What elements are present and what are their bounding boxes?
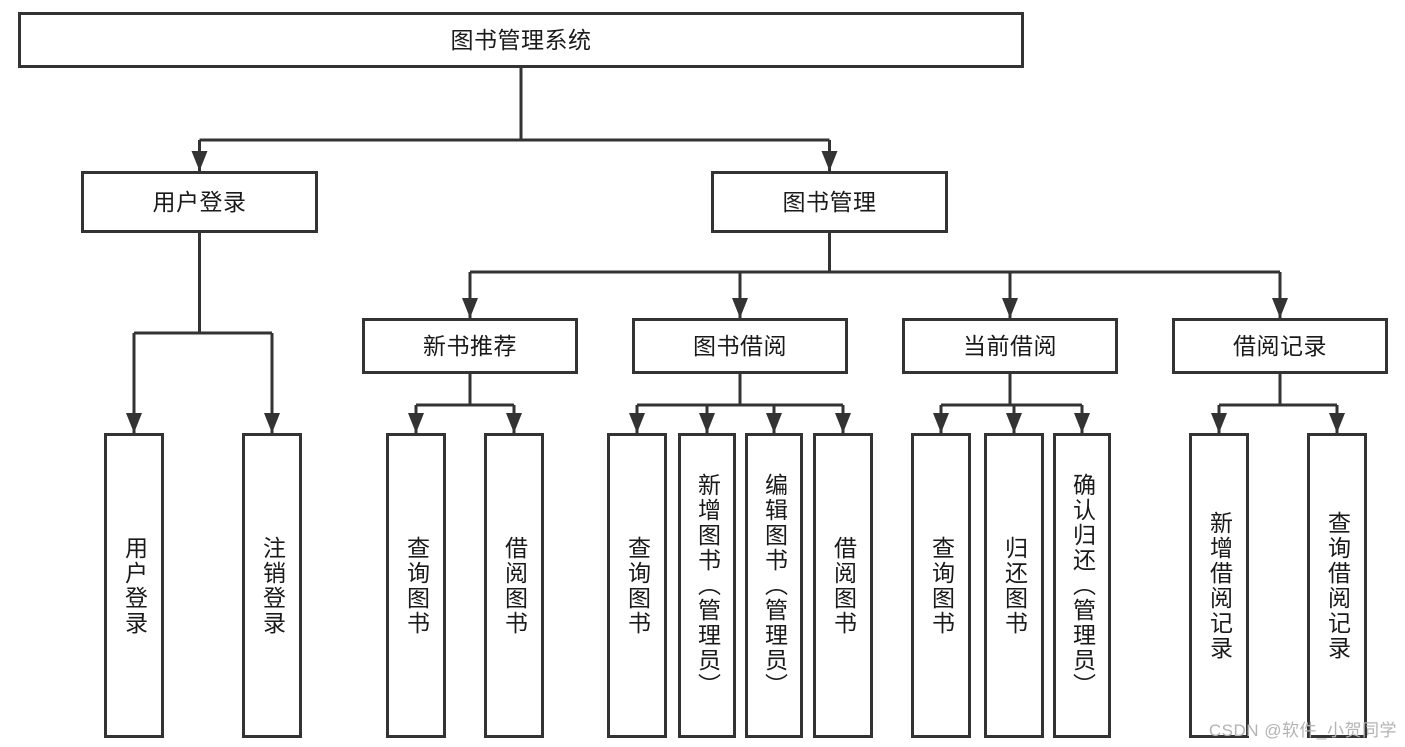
node-leaf-borrow-book-2[interactable]: 借阅图书 [813, 433, 873, 738]
node-current-borrow[interactable]: 当前借阅 [902, 318, 1118, 374]
connector-arrowhead [1002, 298, 1018, 318]
node-leaf-user-logout[interactable]: 注销登录 [242, 433, 302, 738]
node-label: 图书管理系统 [450, 26, 592, 53]
node-label: 用户登录 [152, 188, 247, 215]
connector-arrowhead [732, 298, 748, 318]
node-label: 新增借阅记录 [1206, 510, 1233, 661]
node-label: 新书推荐 [423, 332, 517, 359]
node-label: 查询图书 [403, 535, 430, 636]
node-book-manage[interactable]: 图书管理 [711, 171, 948, 233]
connector-arrowhead [1074, 413, 1090, 433]
node-label: 编辑图书（管理员） [761, 473, 788, 698]
connector-arrowhead [933, 413, 949, 433]
node-label: 借阅图书 [830, 535, 857, 636]
node-label: 注销登录 [259, 535, 286, 636]
connector-arrowhead [766, 413, 782, 433]
connector-arrowhead [1272, 298, 1288, 318]
node-label: 图书管理 [782, 188, 877, 215]
connector-arrowhead [462, 298, 478, 318]
node-root[interactable]: 图书管理系统 [18, 12, 1024, 68]
connector-arrowhead [629, 413, 645, 433]
watermark-label: CSDN @软件_小贺同学 [1208, 721, 1397, 740]
connector-arrowhead [1006, 413, 1022, 433]
connector-arrowhead [126, 413, 142, 433]
node-label: 查询借阅记录 [1324, 510, 1351, 661]
node-label: 归还图书 [1001, 535, 1028, 636]
node-label: 借阅记录 [1233, 332, 1327, 359]
connector-arrowhead [835, 413, 851, 433]
connector-arrowhead [699, 413, 715, 433]
node-leaf-query-book-1[interactable]: 查询图书 [386, 433, 446, 738]
connector-arrowhead [506, 413, 522, 433]
connector-arrowhead [821, 151, 838, 171]
connector-arrowhead [191, 151, 208, 171]
node-book-borrow[interactable]: 图书借阅 [632, 318, 848, 374]
node-leaf-add-book[interactable]: 新增图书（管理员） [678, 433, 736, 738]
node-label: 用户登录 [121, 535, 148, 636]
node-leaf-edit-book[interactable]: 编辑图书（管理员） [745, 433, 803, 738]
node-leaf-add-record[interactable]: 新增借阅记录 [1189, 433, 1249, 738]
connector-arrowhead [264, 413, 280, 433]
node-leaf-query-book-2[interactable]: 查询图书 [607, 433, 667, 738]
node-leaf-query-record[interactable]: 查询借阅记录 [1307, 433, 1367, 738]
node-borrow-record[interactable]: 借阅记录 [1172, 318, 1388, 374]
connector-arrowhead [1211, 413, 1227, 433]
node-new-book-rec[interactable]: 新书推荐 [362, 318, 578, 374]
node-leaf-user-login[interactable]: 用户登录 [104, 433, 164, 738]
node-leaf-borrow-book-1[interactable]: 借阅图书 [484, 433, 544, 738]
node-leaf-confirm-return[interactable]: 确认归还（管理员） [1053, 433, 1111, 738]
node-label: 图书借阅 [693, 332, 787, 359]
node-label: 查询图书 [928, 535, 955, 636]
node-label: 新增图书（管理员） [694, 473, 721, 698]
node-label: 借阅图书 [501, 535, 528, 636]
node-label: 查询图书 [624, 535, 651, 636]
node-leaf-query-book-3[interactable]: 查询图书 [911, 433, 971, 738]
node-user-login[interactable]: 用户登录 [81, 171, 318, 233]
connector-arrowhead [408, 413, 424, 433]
node-label: 确认归还（管理员） [1069, 473, 1096, 698]
connector-arrowhead [1329, 413, 1345, 433]
node-leaf-return-book[interactable]: 归还图书 [984, 433, 1044, 738]
node-label: 当前借阅 [963, 332, 1057, 359]
